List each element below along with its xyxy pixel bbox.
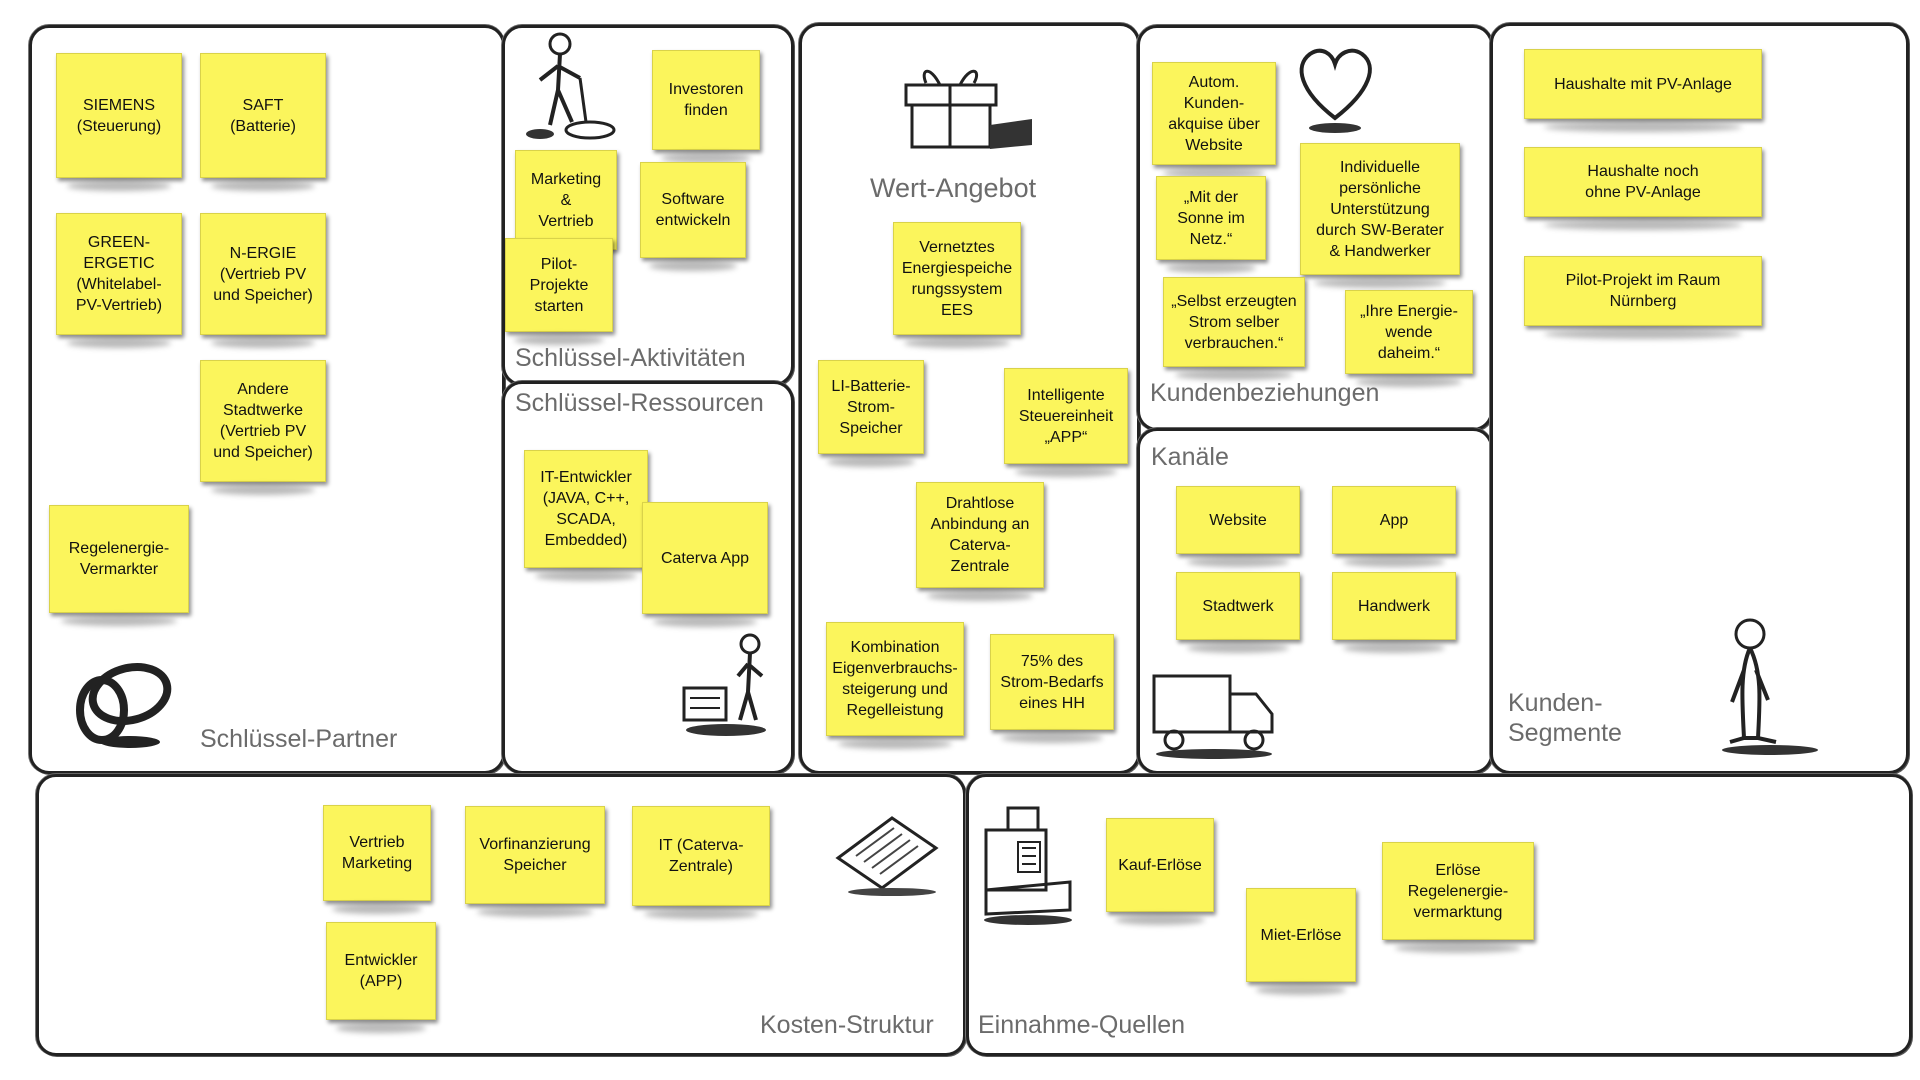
cost-note-entwickler-app: Entwickler (APP) [326, 922, 436, 1020]
note-text: Website [1209, 511, 1267, 529]
channel-note-stadtwerk: Stadtwerk [1176, 572, 1300, 640]
relation-note-mit-der-sonne: „Mit der Sonne im Netz.“ [1156, 176, 1266, 260]
cash-register-icon [984, 806, 1072, 925]
channel-note-website: Website [1176, 486, 1300, 554]
value-note-li-batterie: LI-Batterie- Strom- Speicher [818, 360, 924, 454]
note-text: Vorfinanzierung Speicher [479, 836, 591, 874]
revenue-note-kauf-erloese: Kauf-Erlöse [1106, 818, 1214, 912]
note-text: „Ihre Energie- wende daheim.“ [1360, 302, 1458, 362]
relation-note-autom-kundenakquise: Autom. Kunden- akquise über Website [1152, 62, 1276, 165]
note-text: Haushalte mit PV-Anlage [1554, 75, 1732, 93]
note-text: Investoren finden [668, 81, 744, 119]
relation-note-ihre-energiewende: „Ihre Energie- wende daheim.“ [1345, 290, 1473, 374]
standing-person-icon [1722, 618, 1818, 755]
note-text: Individuelle persönliche Unterstützung d… [1316, 158, 1444, 260]
segment-note-ohne-pv: Haushalte noch ohne PV-Anlage [1524, 147, 1762, 217]
partner-note-stadtwerke: Andere Stadtwerke (Vertrieb PV und Speic… [200, 360, 326, 482]
segment-note-pilot-nuernberg: Pilot-Projekt im Raum Nürnberg [1524, 256, 1762, 326]
segment-note-mit-pv: Haushalte mit PV-Anlage [1524, 49, 1762, 119]
value-note-drahtlose: Drahtlose Anbindung an Caterva- Zentrale [916, 482, 1044, 588]
note-text: Handwerk [1357, 597, 1431, 615]
relation-note-individuelle: Individuelle persönliche Unterstützung d… [1300, 143, 1460, 275]
note-text: „Selbst erzeugten Strom selber verbrauch… [1171, 292, 1297, 352]
cost-note-vertrieb-marketing: Vertrieb Marketing [323, 805, 431, 901]
note-text: Miet-Erlöse [1260, 926, 1342, 944]
note-text: Kombination Eigenverbrauchs- steigerung … [832, 639, 958, 719]
note-text: Autom. Kunden- akquise über Website [1168, 73, 1260, 154]
note-text: Marketing & Vertrieb [530, 170, 602, 230]
note-text: Haushalte noch ohne PV-Anlage [1585, 163, 1701, 201]
heart-icon [1299, 48, 1372, 133]
channels-title: Kanäle [1151, 443, 1229, 471]
cost-note-it-caterva: IT (Caterva- Zentrale) [632, 806, 770, 906]
note-text: Caterva App [660, 549, 750, 567]
note-text: LI-Batterie- Strom- Speicher [831, 377, 911, 437]
note-text: Pilot- Projekte starten [529, 255, 589, 315]
channel-note-handwerk: Handwerk [1332, 572, 1456, 640]
note-text: IT-Entwickler (JAVA, C++, SCADA, Embedde… [540, 469, 632, 549]
partner-note-siemens: SIEMENS (Steuerung) [56, 53, 182, 178]
gift-box-icon [904, 69, 1032, 149]
note-text: Software entwickeln [655, 191, 731, 229]
note-text: 75% des Strom-Bedarfs eines HH [1000, 652, 1104, 712]
note-text: IT (Caterva- Zentrale) [658, 837, 744, 875]
note-text: App [1379, 511, 1409, 529]
activity-note-marketing: Marketing & Vertrieb [515, 150, 617, 250]
note-text: N-ERGIE (Vertrieb PV und Speicher) [213, 244, 313, 304]
customer-relations-title: Kundenbeziehungen [1150, 379, 1380, 407]
activity-note-software: Software entwickeln [640, 162, 746, 258]
revenue-note-regelenergie: Erlöse Regelenergie- vermarktung [1382, 842, 1534, 940]
value-note-ees: Vernetztes Energiespeiche rungssystem EE… [893, 222, 1021, 335]
digging-person-icon [526, 32, 616, 140]
key-activities-title: Schlüssel-Aktivitäten [515, 344, 746, 372]
value-note-steuereinheit: Intelligente Steuereinheit „APP“ [1004, 368, 1128, 464]
activity-note-pilot: Pilot- Projekte starten [505, 238, 613, 332]
partner-note-regelenergie: Regelenergie- Vermarkter [49, 505, 189, 613]
invoice-papers-icon [835, 816, 939, 896]
value-proposition-title: Wert-Angebot [870, 173, 1037, 203]
resource-note-caterva-app: Caterva App [642, 502, 768, 614]
cost-structure-title: Kosten-Struktur [760, 1011, 934, 1039]
note-text: Pilot-Projekt im Raum Nürnberg [1565, 272, 1721, 310]
cost-note-vorfinanzierung: Vorfinanzierung Speicher [465, 806, 605, 904]
note-text: Erlöse Regelenergie- vermarktung [1407, 861, 1509, 921]
note-text: Andere Stadtwerke (Vertrieb PV und Speic… [213, 381, 313, 461]
key-resources-title: Schlüssel-Ressourcen [515, 389, 764, 417]
note-text: Vertrieb Marketing [341, 834, 413, 872]
note-text: SAFT (Batterie) [230, 96, 296, 135]
revenue-streams-title: Einnahme-Quellen [978, 1011, 1186, 1039]
note-text: Kauf-Erlöse [1118, 856, 1202, 874]
relation-note-selbst-erzeugten: „Selbst erzeugten Strom selber verbrauch… [1163, 277, 1305, 367]
value-note-75-prozent: 75% des Strom-Bedarfs eines HH [990, 634, 1114, 730]
resource-note-it-entwickler: IT-Entwickler (JAVA, C++, SCADA, Embedde… [524, 450, 648, 568]
note-text: „Mit der Sonne im Netz.“ [1177, 188, 1245, 248]
note-text: Regelenergie- Vermarkter [68, 540, 170, 578]
truck-icon [1152, 674, 1274, 759]
customer-segments-title: Kunden- Segmente [1508, 689, 1622, 747]
note-text: Vernetztes Energiespeiche rungssystem EE… [901, 238, 1013, 319]
note-text: Stadtwerk [1202, 597, 1274, 615]
forklift-worker-icon [682, 633, 766, 736]
channel-note-app: App [1332, 486, 1456, 554]
partner-note-nergie: N-ERGIE (Vertrieb PV und Speicher) [200, 213, 326, 335]
revenue-note-miet-erloese: Miet-Erlöse [1246, 888, 1356, 982]
activity-note-investoren: Investoren finden [652, 50, 760, 150]
note-text: Entwickler (APP) [344, 952, 418, 990]
partner-note-saft: SAFT (Batterie) [200, 53, 326, 178]
note-text: GREEN- ERGETIC (Whitelabel- PV-Vertrieb) [75, 234, 163, 314]
note-text: Intelligente Steuereinheit „APP“ [1018, 386, 1114, 446]
note-text: SIEMENS (Steuerung) [76, 96, 162, 135]
key-partners-title: Schlüssel-Partner [200, 725, 398, 753]
customer-segments-box [1490, 23, 1909, 774]
value-note-kombination: Kombination Eigenverbrauchs- steigerung … [826, 622, 964, 736]
rings-icon [76, 663, 172, 748]
partner-note-greenergetic: GREEN- ERGETIC (Whitelabel- PV-Vertrieb) [56, 213, 182, 335]
note-text: Drahtlose Anbindung an Caterva- Zentrale [930, 495, 1030, 575]
